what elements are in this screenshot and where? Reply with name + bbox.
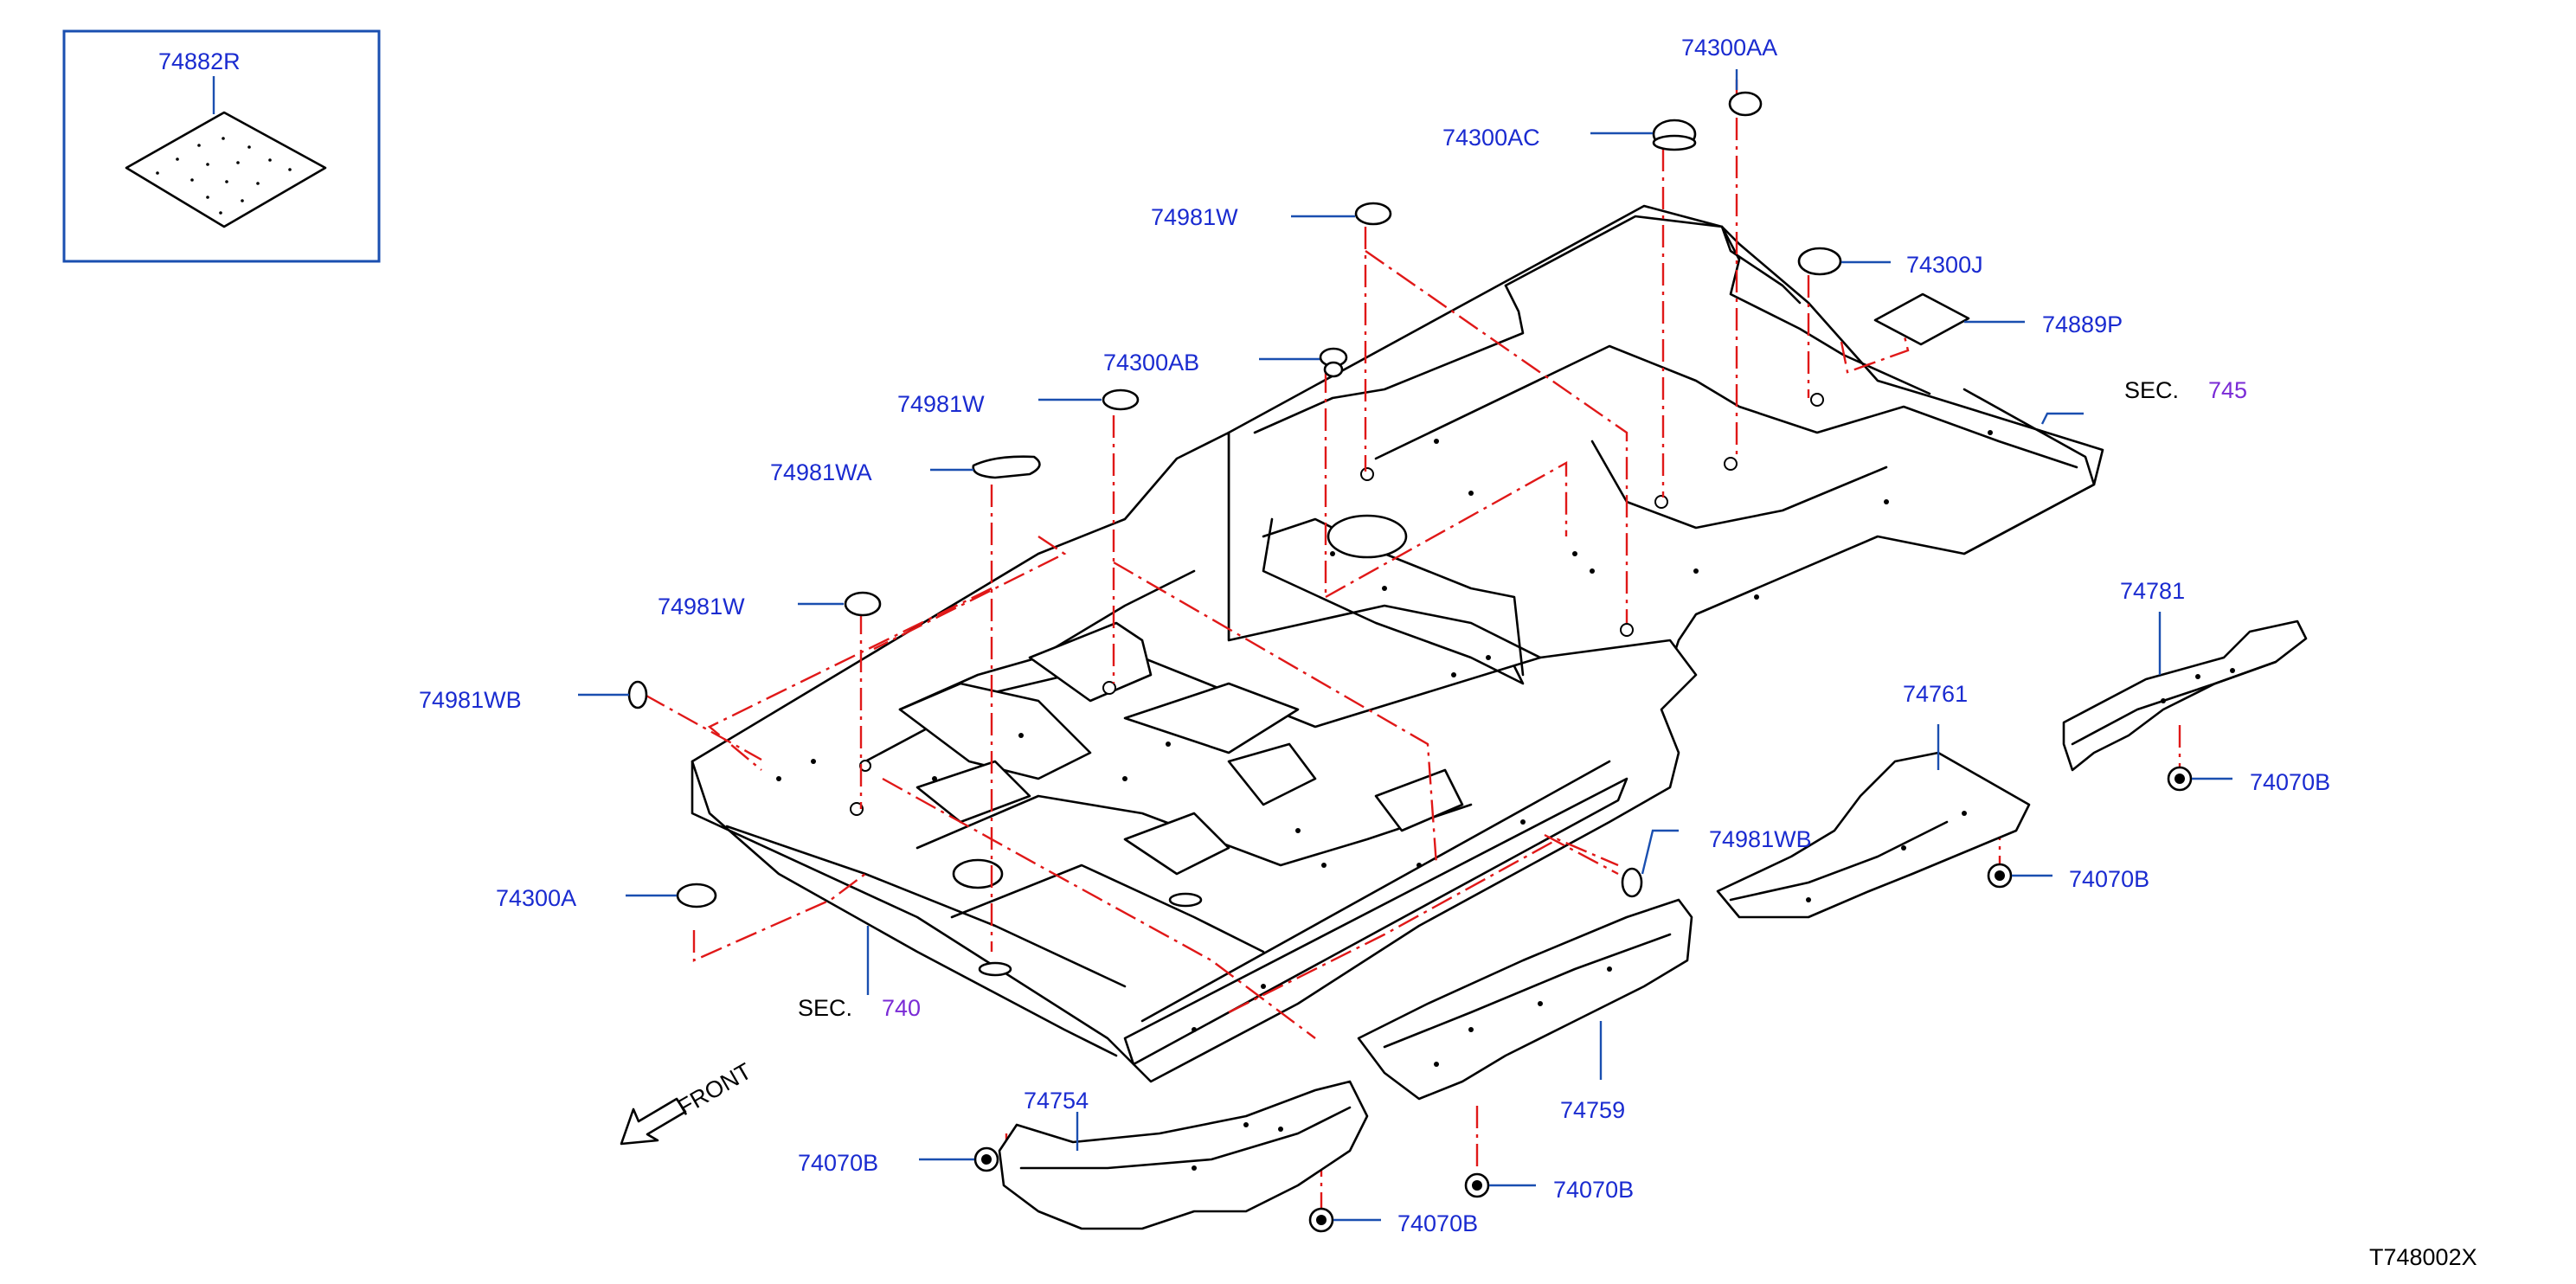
front-arrow-icon (620, 1097, 687, 1146)
part-label-74981WB-right[interactable]: 74981WB (1709, 826, 1812, 852)
insulator-74759 (1357, 898, 1693, 1101)
front-indicator: FRONT (620, 1058, 756, 1146)
part-label-74981W-mid[interactable]: 74981W (897, 391, 985, 417)
front-label: FRONT (673, 1058, 756, 1120)
plug-74981WB-left (627, 680, 648, 709)
grommets (627, 91, 1970, 908)
leader-lines (578, 69, 2232, 1222)
part-label-74300J[interactable]: 74300J (1906, 252, 1983, 278)
insulator-74761 (1716, 751, 2031, 919)
section-number[interactable]: 740 (882, 995, 921, 1021)
part-label-74754[interactable]: 74754 (1024, 1088, 1089, 1114)
part-label-74300AB[interactable]: 74300AB (1103, 350, 1199, 376)
plug-74300A (676, 883, 717, 908)
plug-74981WA (972, 455, 1041, 479)
section-number[interactable]: 745 (2208, 377, 2247, 403)
part-label-74761[interactable]: 74761 (1903, 681, 1968, 707)
plug-74981WB-right (1621, 867, 1643, 898)
part-label-74070B-a[interactable]: 74070B (2250, 769, 2330, 795)
section-ref-740[interactable]: SEC. 740 (798, 995, 921, 1021)
insulator-74781 (2062, 620, 2308, 772)
section-ref-745[interactable]: SEC. 745 (2124, 377, 2247, 403)
part-label-74981W-top[interactable]: 74981W (1151, 204, 1238, 230)
part-label-74981WB-left[interactable]: 74981WB (419, 687, 522, 713)
insulator-pad (125, 111, 327, 228)
part-label-74759[interactable]: 74759 (1560, 1097, 1625, 1123)
part-label-74300AA[interactable]: 74300AA (1681, 35, 1777, 61)
inset-part-label[interactable]: 74882R (158, 48, 241, 74)
inset-box: 74882R (62, 29, 381, 263)
part-label-74070B-c[interactable]: 74070B (1553, 1177, 1634, 1203)
part-label-74300AC[interactable]: 74300AC (1442, 125, 1540, 151)
part-label-74070B-b[interactable]: 74070B (2069, 866, 2149, 892)
section-prefix: SEC. (2124, 377, 2179, 403)
part-labels: 74300AA 74300AC 74981W 74300J 74889P 743… (419, 35, 2330, 1236)
pad-74889P (1873, 292, 1970, 346)
part-label-74300A[interactable]: 74300A (496, 885, 576, 911)
insulator-74754 (998, 1080, 1369, 1230)
plug-74300J (1797, 247, 1842, 276)
part-label-74981WA[interactable]: 74981WA (770, 459, 872, 485)
diagram-code: T748002X (2369, 1244, 2477, 1270)
callout-lines (644, 80, 2181, 1211)
plug-74981W-top (1354, 202, 1392, 226)
section-prefix: SEC. (798, 995, 852, 1021)
clips (973, 766, 2193, 1233)
plug-74300AA (1728, 91, 1763, 117)
part-label-74070B-e[interactable]: 74070B (1397, 1210, 1478, 1236)
part-label-74981W-left[interactable]: 74981W (658, 594, 745, 620)
part-label-74781[interactable]: 74781 (2120, 578, 2185, 604)
plug-74981W-mid (1102, 388, 1140, 411)
floor-panel (691, 204, 2104, 1083)
part-label-74889P[interactable]: 74889P (2042, 311, 2123, 337)
plug-74981W-left (844, 591, 882, 617)
part-label-74070B-d[interactable]: 74070B (798, 1150, 878, 1176)
